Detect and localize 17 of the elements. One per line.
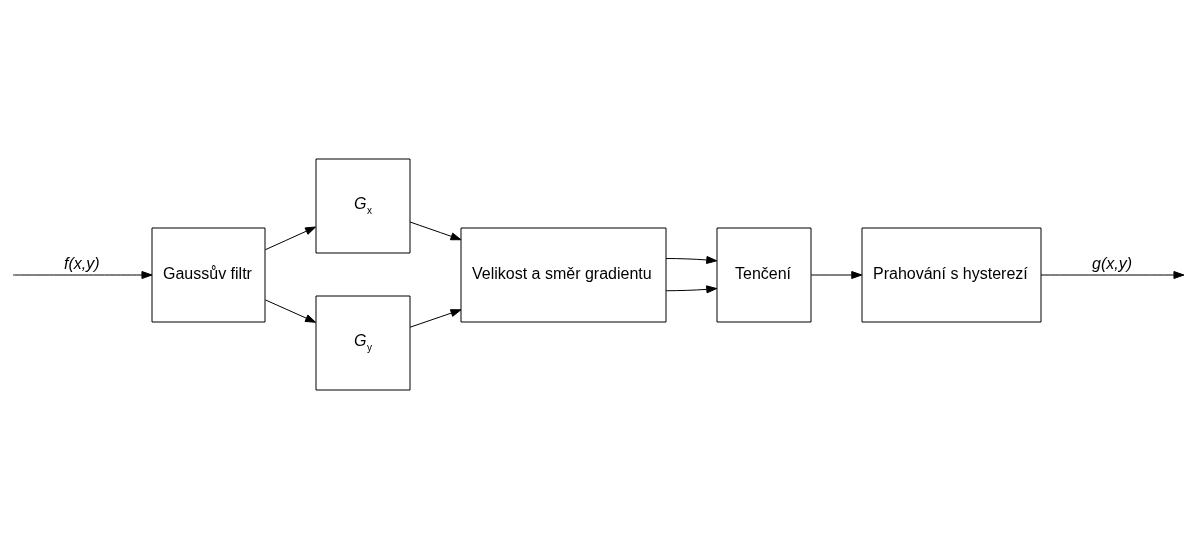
node-box: G$_{x}$ — [315, 158, 411, 254]
arrow — [409, 221, 462, 241]
arrow — [264, 299, 317, 323]
arrow — [810, 271, 863, 279]
arrow — [409, 309, 462, 328]
arrow — [12, 271, 153, 279]
node-box: Gaussův filtr — [151, 227, 266, 323]
node-box: Tenčení — [716, 227, 812, 323]
arrow — [1040, 271, 1185, 279]
node-box: G$_{y}$ — [315, 295, 411, 391]
edge-label: f(x,y) — [64, 254, 100, 272]
node-box: Velikost a směr gradientu — [460, 227, 667, 323]
edge-label: g(x,y) — [1092, 254, 1132, 272]
arrow — [665, 285, 718, 294]
node-box: Prahování s hysterezí — [861, 227, 1042, 323]
arrow — [264, 226, 317, 251]
arrow — [665, 256, 718, 264]
